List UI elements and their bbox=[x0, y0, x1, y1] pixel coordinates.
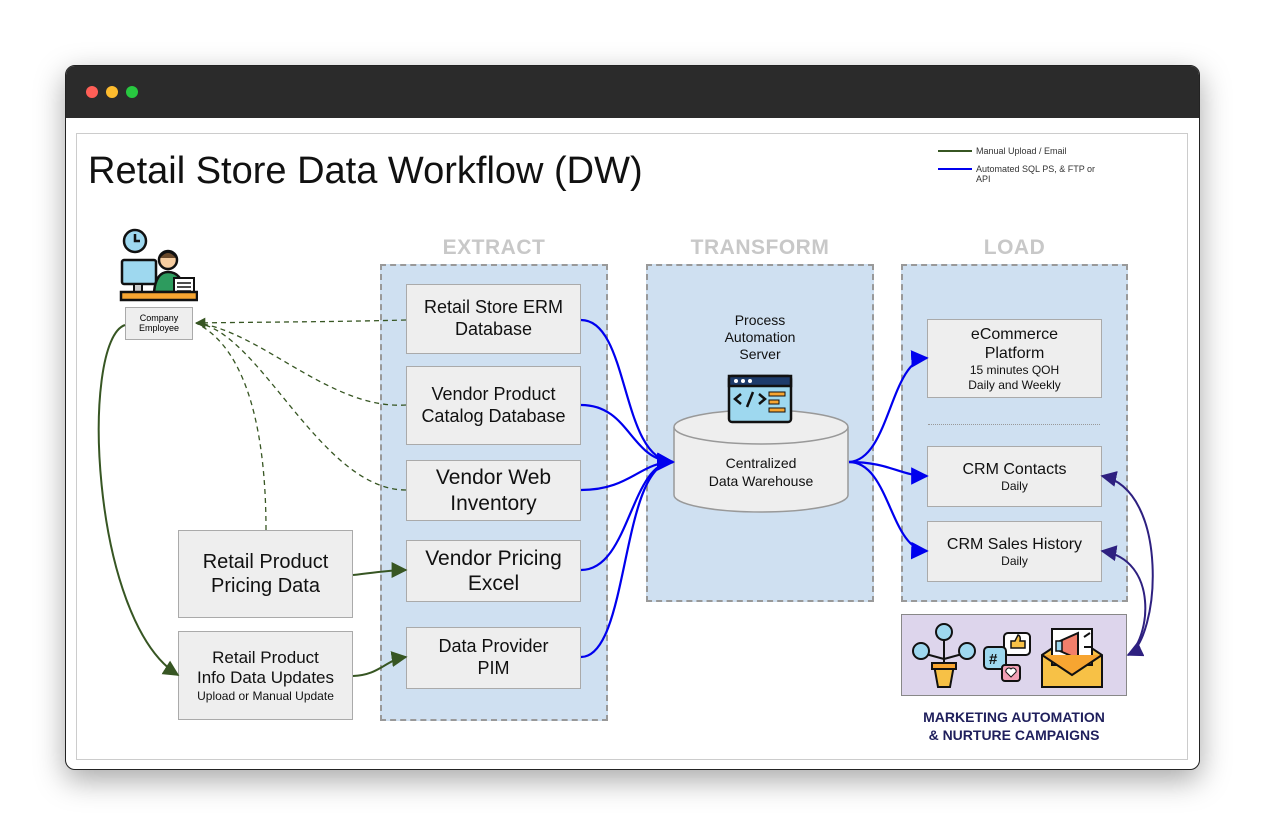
load-divider bbox=[928, 424, 1100, 425]
code-server-icon bbox=[727, 374, 793, 424]
crm-sales-history-box[interactable]: CRM Sales History Daily bbox=[927, 521, 1102, 582]
employee-label-line2: Employee bbox=[138, 322, 180, 333]
process-automation-server-label: Process Automation Server bbox=[700, 312, 820, 363]
retail-info-updates-box[interactable]: Retail Product Info Data Updates Upload … bbox=[178, 631, 353, 720]
legend-automated-label: Automated SQL PS, & FTP or API bbox=[976, 164, 1095, 184]
erm-line1: Retail Store ERM bbox=[423, 297, 564, 318]
company-employee-box[interactable]: Company Employee bbox=[125, 307, 193, 340]
email-campaign-icon bbox=[1041, 628, 1103, 688]
marketing-automation-box[interactable]: # bbox=[901, 614, 1127, 696]
diagram-title: Retail Store Data Workflow (DW) bbox=[88, 150, 643, 192]
retail-pricing-line2: Pricing Data bbox=[211, 575, 320, 597]
warehouse-line2: Data Warehouse bbox=[708, 473, 814, 489]
web-line1: Vendor Web bbox=[435, 466, 552, 490]
pim-line1: Data Provider bbox=[438, 636, 549, 657]
excel-line2: Excel bbox=[467, 572, 520, 595]
server-line2: Automation bbox=[724, 329, 796, 345]
retail-pricing-data-box[interactable]: Retail Product Pricing Data bbox=[178, 530, 353, 618]
retail-pricing-line1: Retail Product bbox=[202, 551, 329, 573]
data-warehouse-label: Centralized Data Warehouse bbox=[673, 454, 849, 490]
vendor-web-inventory-box[interactable]: Vendor Web Inventory bbox=[406, 460, 581, 521]
catalog-line2: Catalog Database bbox=[421, 405, 566, 426]
crm-contacts-title: CRM Contacts bbox=[962, 460, 1067, 478]
vendor-catalog-box[interactable]: Vendor Product Catalog Database bbox=[406, 366, 581, 445]
ecommerce-sub2: Daily and Weekly bbox=[968, 377, 1061, 392]
title-bar bbox=[66, 66, 1199, 118]
crm-contacts-box[interactable]: CRM Contacts Daily bbox=[927, 446, 1102, 507]
employee-label-line1: Company bbox=[139, 312, 179, 323]
data-provider-pim-box[interactable]: Data Provider PIM bbox=[406, 627, 581, 689]
maximize-button[interactable] bbox=[126, 86, 138, 98]
server-line1: Process bbox=[734, 312, 786, 328]
employee-desk-icon bbox=[118, 226, 199, 306]
section-extract-label: EXTRACT bbox=[442, 236, 546, 259]
section-load-label: LOAD bbox=[983, 236, 1046, 259]
ecommerce-line1: eCommerce bbox=[970, 325, 1059, 343]
retail-store-erm-box[interactable]: Retail Store ERM Database bbox=[406, 284, 581, 354]
ecommerce-sub1: 15 minutes QOH bbox=[969, 363, 1060, 378]
marketing-automation-label: MARKETING AUTOMATION & NURTURE CAMPAIGNS bbox=[880, 708, 1148, 744]
warehouse-line1: Centralized bbox=[725, 455, 797, 471]
close-button[interactable] bbox=[86, 86, 98, 98]
crm-sales-sub: Daily bbox=[1001, 553, 1028, 568]
pim-line2: PIM bbox=[477, 658, 510, 678]
minimize-button[interactable] bbox=[106, 86, 118, 98]
svg-text:#: # bbox=[989, 651, 998, 668]
legend-automated-line bbox=[938, 168, 972, 170]
legend-manual-line bbox=[938, 150, 972, 152]
retail-info-line2: Info Data Updates bbox=[196, 668, 335, 688]
vendor-pricing-excel-box[interactable]: Vendor Pricing Excel bbox=[406, 540, 581, 602]
catalog-line1: Vendor Product bbox=[431, 383, 556, 404]
legend-automated-label-line2: API bbox=[976, 174, 991, 184]
erm-line2: Database bbox=[454, 319, 533, 339]
excel-line1: Vendor Pricing bbox=[425, 546, 562, 570]
marketing-line1: MARKETING AUTOMATION bbox=[923, 709, 1105, 725]
marketing-line2: & NURTURE CAMPAIGNS bbox=[928, 727, 1100, 743]
crm-sales-title: CRM Sales History bbox=[946, 535, 1083, 553]
ecommerce-platform-box[interactable]: eCommerce Platform 15 minutes QOH Daily … bbox=[927, 319, 1102, 398]
retail-info-sub: Upload or Manual Update bbox=[197, 688, 334, 703]
server-line3: Server bbox=[739, 346, 781, 362]
retail-info-line1: Retail Product bbox=[212, 647, 319, 667]
section-transform-label: TRANSFORM bbox=[690, 236, 830, 259]
crm-contacts-sub: Daily bbox=[1001, 478, 1028, 493]
ecommerce-line2: Platform bbox=[984, 345, 1045, 363]
marketing-icons: # bbox=[912, 623, 1103, 688]
legend-manual-label: Manual Upload / Email bbox=[976, 146, 1067, 156]
web-line2: Inventory bbox=[450, 491, 537, 515]
social-media-icon: # bbox=[983, 632, 1031, 682]
legend-automated-label-line1: Automated SQL PS, & FTP or bbox=[976, 164, 1096, 174]
network-plant-icon bbox=[912, 623, 976, 688]
data-warehouse-cylinder[interactable] bbox=[673, 409, 849, 513]
